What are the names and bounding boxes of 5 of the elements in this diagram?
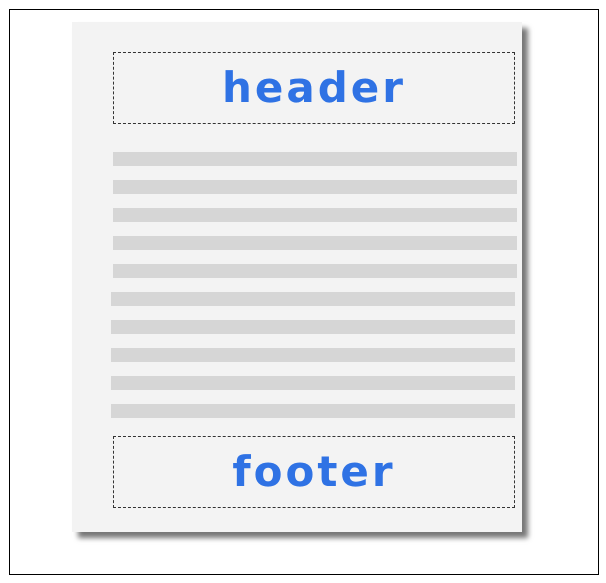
footer-area bbox=[113, 436, 515, 508]
area-label: header bbox=[222, 67, 406, 109]
page-sheet bbox=[72, 22, 522, 532]
header-area bbox=[113, 52, 515, 124]
area-label: footer bbox=[232, 451, 396, 493]
